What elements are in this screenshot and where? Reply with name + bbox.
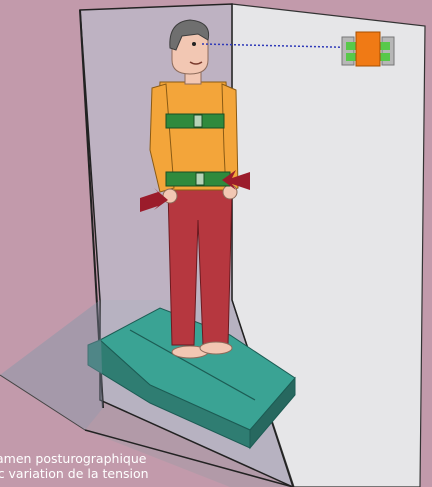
caption: amen posturographique ec variation de la…: [0, 451, 159, 481]
right-hand: [223, 185, 237, 199]
right-foot: [200, 342, 232, 354]
head-icon: [170, 20, 209, 74]
target-icon: [342, 32, 394, 66]
waist-buckle: [196, 173, 204, 185]
cabin-floor-front: [0, 300, 103, 430]
chest-buckle: [194, 115, 202, 127]
caption-line-2: ec variation de la tension: [0, 466, 149, 481]
caption-line-1: amen posturographique: [0, 451, 155, 466]
